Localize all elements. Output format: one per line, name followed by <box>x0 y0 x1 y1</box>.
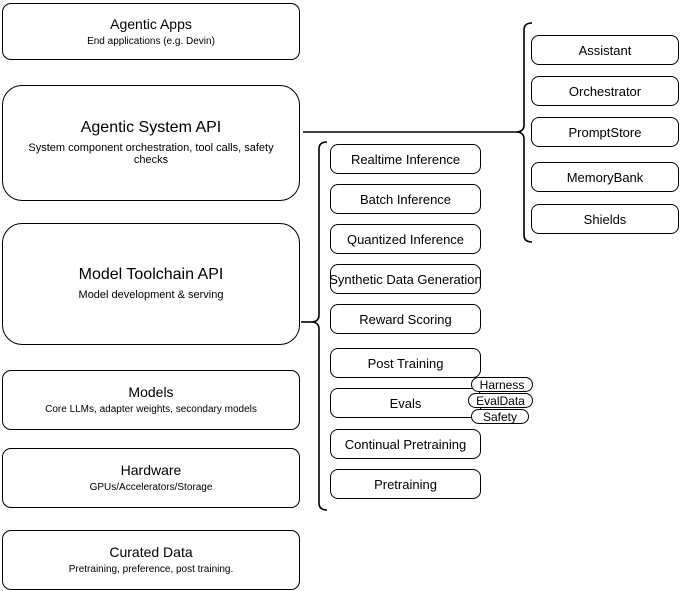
node-subtitle: System component orchestration, tool cal… <box>28 141 274 167</box>
node-reward-scoring: Reward Scoring <box>330 304 481 334</box>
node-label: Orchestrator <box>568 83 642 99</box>
node-subtitle: End applications (e.g. Devin) <box>87 35 215 47</box>
node-subtitle: Model development & serving <box>78 288 224 301</box>
node-promptstore: PromptStore <box>531 117 679 147</box>
node-label: Synthetic Data Generation <box>329 271 482 287</box>
node-label: Post Training <box>367 355 444 371</box>
tag-safety: Safety <box>471 409 529 424</box>
node-title: Models <box>128 384 174 401</box>
node-label: Reward Scoring <box>359 311 452 327</box>
node-shields: Shields <box>531 204 679 234</box>
node-label: Pretraining <box>374 476 437 492</box>
node-label: Batch Inference <box>359 191 452 207</box>
node-orchestrator: Orchestrator <box>531 76 679 106</box>
node-curated-data: Curated Data Pretraining, preference, po… <box>2 530 300 590</box>
node-label: MemoryBank <box>566 169 644 185</box>
node-label: Quantized Inference <box>346 231 465 247</box>
node-models: Models Core LLMs, adapter weights, secon… <box>2 370 300 430</box>
node-memorybank: MemoryBank <box>531 162 679 192</box>
tag-harness: Harness <box>471 377 533 392</box>
node-title: Hardware <box>120 462 182 479</box>
node-title: Model Toolchain API <box>78 266 224 284</box>
node-title: Agentic Apps <box>110 15 192 32</box>
node-label: Assistant <box>578 42 632 58</box>
node-label: PromptStore <box>568 124 642 140</box>
tag-label: EvalData <box>476 393 525 408</box>
node-model-toolchain-api: Model Toolchain API Model development & … <box>2 223 300 345</box>
node-subtitle: Pretraining, preference, post training. <box>68 564 234 576</box>
node-quantized-inference: Quantized Inference <box>330 224 481 254</box>
node-title: Agentic System API <box>80 119 222 137</box>
node-continual-pretraining: Continual Pretraining <box>330 429 481 459</box>
node-title: Curated Data <box>109 544 193 561</box>
node-batch-inference: Batch Inference <box>330 184 481 214</box>
node-assistant: Assistant <box>531 35 679 65</box>
node-label: Realtime Inference <box>350 151 461 167</box>
node-hardware: Hardware GPUs/Accelerators/Storage <box>2 448 300 508</box>
node-pretraining: Pretraining <box>330 469 481 499</box>
node-synthetic-data-generation: Synthetic Data Generation <box>329 264 482 294</box>
node-evals: Evals <box>330 388 481 418</box>
tag-label: Harness <box>479 377 525 392</box>
node-label: Continual Pretraining <box>344 436 467 452</box>
node-agentic-apps: Agentic Apps End applications (e.g. Devi… <box>2 3 300 60</box>
node-realtime-inference: Realtime Inference <box>330 144 481 174</box>
tag-evaldata: EvalData <box>468 393 533 408</box>
system-components-brace <box>515 22 533 243</box>
toolchain-brace <box>310 141 328 511</box>
node-subtitle: GPUs/Accelerators/Storage <box>89 482 213 494</box>
node-subtitle: Core LLMs, adapter weights, secondary mo… <box>45 404 257 416</box>
node-label: Shields <box>583 211 627 227</box>
node-post-training: Post Training <box>330 348 481 378</box>
node-label: Evals <box>389 395 422 411</box>
tag-label: Safety <box>482 409 518 424</box>
node-agentic-system-api: Agentic System API System component orch… <box>2 85 300 201</box>
